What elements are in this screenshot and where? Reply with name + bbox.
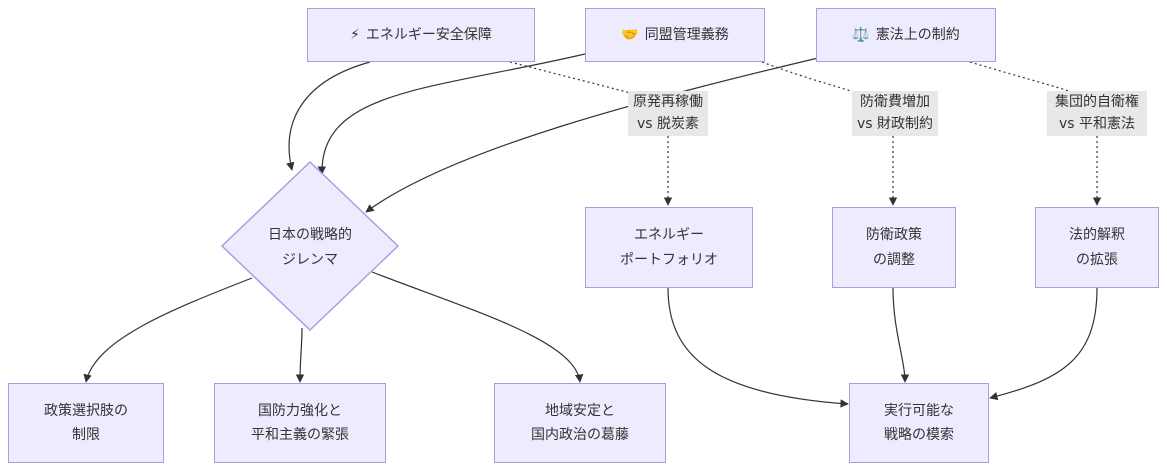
edge-label-defense-line1: 防衛費増加 bbox=[860, 94, 930, 110]
edge-dilemma-to-regional bbox=[371, 271, 584, 383]
node-strategic-dilemma-line2: ジレンマ bbox=[282, 251, 338, 268]
node-alliance-obligation-label: 同盟管理義務 bbox=[644, 26, 729, 43]
node-energy-security-label: エネルギー安全保障 bbox=[365, 26, 492, 43]
node-policy-limits: 政策選択肢の 制限 bbox=[8, 383, 164, 463]
node-legal-interpretation: 法的解釈 の拡張 bbox=[1035, 207, 1159, 288]
edge-energy-to-dilemma bbox=[286, 61, 371, 171]
node-policy-limits-line2: 制限 bbox=[72, 427, 100, 443]
node-strategic-dilemma-line1: 日本の戦略的 bbox=[268, 227, 352, 243]
node-regional-domestic-conflict-line1: 地域安定と bbox=[545, 402, 615, 419]
node-policy-limits-line1: 政策選択肢の bbox=[44, 402, 128, 419]
node-constitutional-constraint-label: 憲法上の制約 bbox=[875, 26, 960, 43]
edge-const-to-legal bbox=[969, 61, 1097, 205]
node-feasible-strategy: 実行可能な 戦略の模索 bbox=[849, 383, 989, 463]
node-feasible-strategy-line1: 実行可能な bbox=[884, 402, 954, 419]
node-regional-domestic-conflict-line2: 国内政治の葛藤 bbox=[531, 427, 629, 443]
edge-label-collective-line1: 集団的自衛権 bbox=[1055, 94, 1139, 110]
edge-label-nuclear-line1: 原発再稼働 bbox=[633, 94, 703, 110]
node-defense-adjustment: 防衛政策 の調整 bbox=[832, 207, 956, 288]
node-defense-adjustment-line1: 防衛政策 bbox=[866, 227, 922, 243]
edge-dilemma-to-tension bbox=[295, 327, 305, 383]
node-energy-portfolio-line1: エネルギー bbox=[634, 227, 704, 243]
node-energy-portfolio-line2: ポートフォリオ bbox=[620, 251, 718, 268]
node-feasible-strategy-line2: 戦略の模索 bbox=[884, 427, 954, 443]
edge-label-defense: 防衛費増加 vs 財政制約 bbox=[852, 91, 938, 136]
node-defense-pacifism-tension: 国防力強化と 平和主義の緊張 bbox=[214, 383, 386, 463]
node-legal-interpretation-line2: の拡張 bbox=[1076, 251, 1118, 268]
node-legal-interpretation-line1: 法的解釈 bbox=[1069, 227, 1125, 243]
node-defense-adjustment-line2: の調整 bbox=[873, 251, 915, 268]
node-defense-pacifism-tension-line2: 平和主義の緊張 bbox=[251, 427, 349, 443]
node-alliance-obligation: 🤝 同盟管理義務 bbox=[585, 8, 765, 62]
node-constitutional-constraint: ⚖️ 憲法上の制約 bbox=[816, 8, 996, 62]
scales-icon: ⚖️ bbox=[852, 26, 870, 43]
edge-label-collective-line2: vs 平和憲法 bbox=[1058, 116, 1136, 133]
edge-defense-to-strategy bbox=[892, 287, 910, 383]
node-energy-portfolio: エネルギー ポートフォリオ bbox=[585, 207, 753, 288]
edge-label-nuclear: 原発再稼働 vs 脱炭素 bbox=[628, 91, 708, 136]
dilemma-diamond-shape bbox=[220, 160, 400, 332]
node-defense-pacifism-tension-line1: 国防力強化と bbox=[258, 402, 342, 419]
handshake-icon: 🤝 bbox=[621, 26, 639, 43]
edge-dilemma-to-policy bbox=[83, 277, 253, 383]
edge-label-collective: 集団的自衛権 vs 平和憲法 bbox=[1047, 91, 1147, 136]
node-energy-security: ⚡ エネルギー安全保障 bbox=[307, 8, 535, 62]
edge-label-nuclear-line2: vs 脱炭素 bbox=[636, 116, 700, 133]
node-strategic-dilemma: 日本の戦略的 ジレンマ bbox=[240, 223, 380, 272]
lightning-icon: ⚡ bbox=[350, 26, 360, 43]
edge-label-defense-line2: vs 財政制約 bbox=[856, 116, 934, 133]
edge-alliance-to-dilemma bbox=[317, 53, 586, 175]
node-regional-domestic-conflict: 地域安定と 国内政治の葛藤 bbox=[494, 383, 666, 463]
edge-const-to-dilemma bbox=[365, 53, 836, 213]
edge-portfolio-to-strategy bbox=[667, 287, 849, 408]
edge-legal-to-strategy bbox=[989, 287, 1098, 401]
